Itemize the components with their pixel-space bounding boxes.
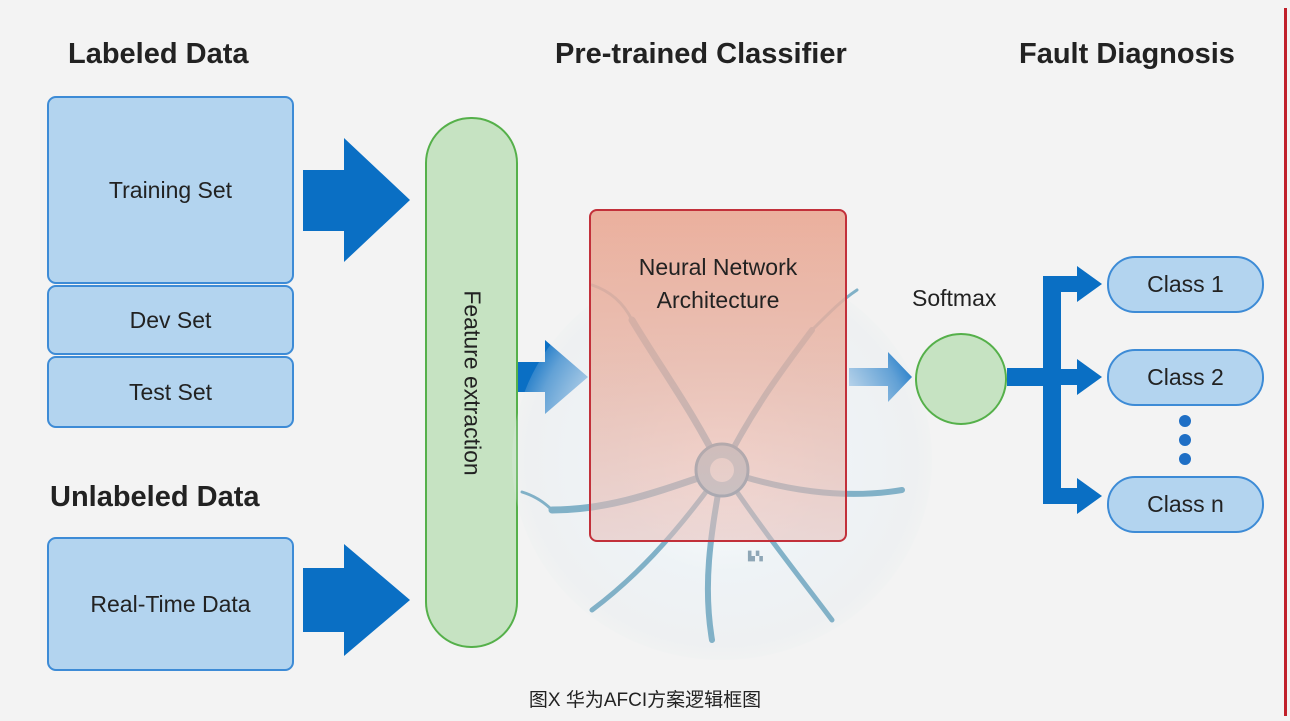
class-1-pill: Class 1 [1107, 256, 1264, 313]
feature-extraction-label: Feature extraction [459, 289, 485, 476]
figure-caption: 图X 华为AFCI方案逻辑框图 [528, 690, 762, 711]
arrow-training-to-feature [303, 138, 410, 262]
neural-network-line1: Neural Network [638, 254, 798, 280]
class-n-pill: Class n [1107, 476, 1264, 533]
softmax-label: Softmax [912, 285, 997, 311]
feature-extraction-block: Feature extraction [425, 117, 518, 648]
neural-network-box: Neural Network Architecture [589, 209, 847, 542]
softmax-node [915, 333, 1007, 425]
ellipsis-dot [1179, 434, 1191, 446]
neural-network-line2: Architecture [656, 287, 780, 313]
side-rule [1284, 8, 1287, 716]
heading-unlabeled-data: Unlabeled Data [50, 481, 260, 513]
heading-pretrained-classifier: Pre-trained Classifier [555, 38, 847, 70]
ellipsis-dot [1179, 453, 1191, 465]
branch-connector [1007, 266, 1102, 514]
real-time-data-box: Real-Time Data [47, 537, 294, 671]
class-2-label: Class 2 [1147, 364, 1224, 390]
training-set-box: Training Set [47, 96, 294, 284]
training-set-label: Training Set [108, 176, 233, 203]
arrow-realtime-to-feature [303, 544, 410, 656]
heading-fault-diagnosis: Fault Diagnosis [1019, 38, 1235, 70]
test-set-box: Test Set [47, 356, 294, 428]
ellipsis-dot [1179, 415, 1191, 427]
test-set-label: Test Set [128, 378, 213, 405]
neural-network-label: Neural Network Architecture [591, 251, 845, 317]
class-n-label: Class n [1147, 491, 1224, 517]
class-1-label: Class 1 [1147, 271, 1224, 297]
dev-set-box: Dev Set [47, 285, 294, 355]
real-time-data-label: Real-Time Data [90, 590, 251, 617]
heading-labeled-data: Labeled Data [68, 38, 249, 70]
dev-set-label: Dev Set [129, 306, 212, 333]
stock-photo-watermark-logo: ▙▚ [748, 551, 764, 561]
class-2-pill: Class 2 [1107, 349, 1264, 406]
